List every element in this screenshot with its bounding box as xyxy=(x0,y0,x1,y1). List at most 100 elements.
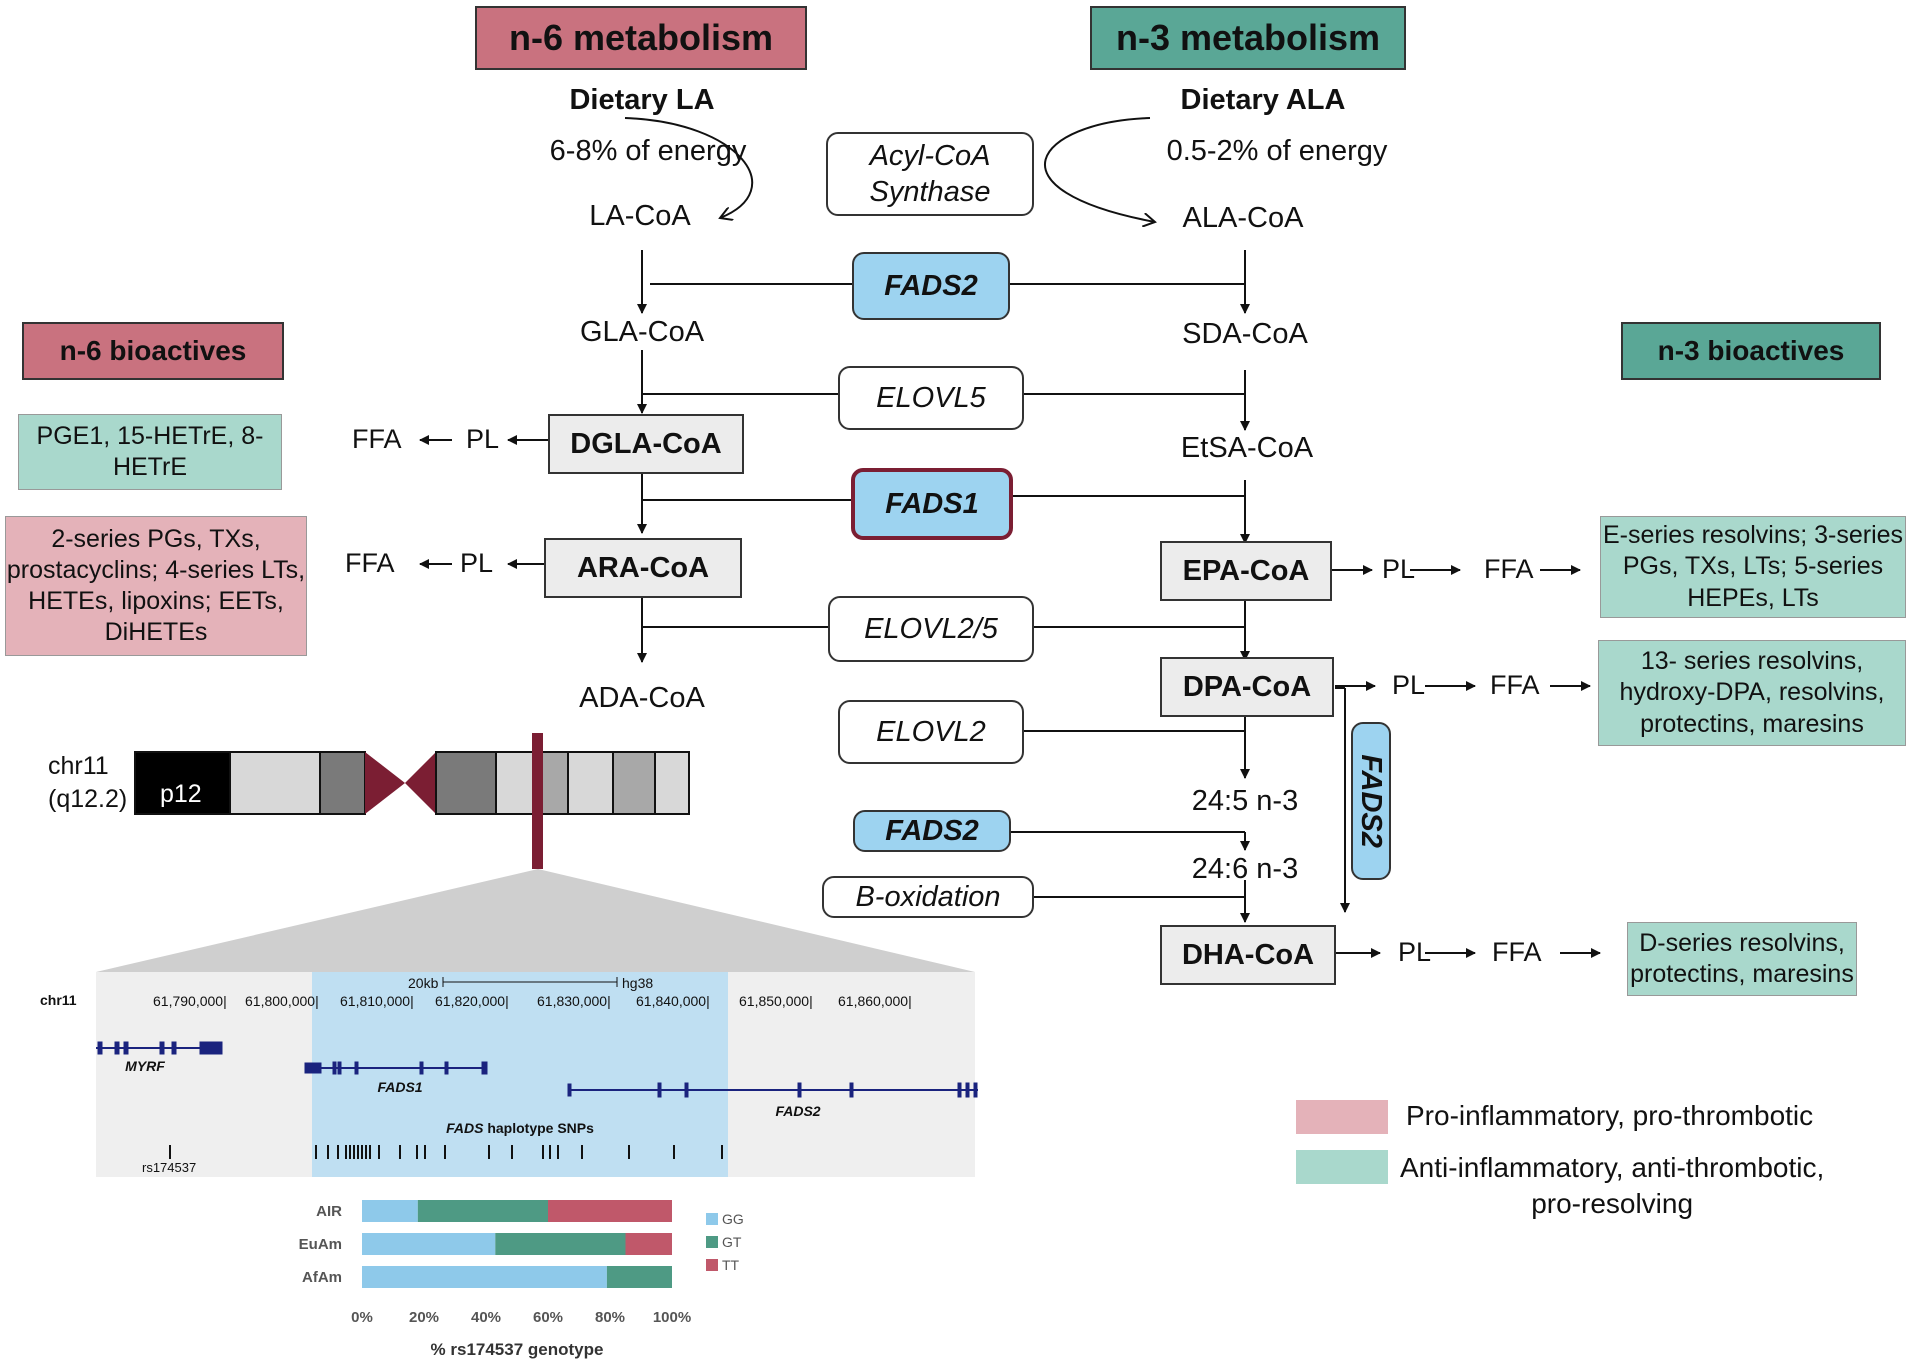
coord-7: 61,850,000| xyxy=(739,993,813,1009)
b-oxidation-enzyme: B-oxidation xyxy=(822,876,1034,918)
elovl5-enzyme: ELOVL5 xyxy=(838,366,1024,430)
dha-ffa-label: FFA xyxy=(1492,937,1542,967)
dpa-pl-label: PL xyxy=(1392,670,1426,700)
gla-coa-label: GLA-CoA xyxy=(579,316,705,348)
legend-label-tt: TT xyxy=(722,1257,740,1273)
sda-coa-label: SDA-CoA xyxy=(1182,318,1308,350)
ala-coa-label: ALA-CoA xyxy=(1182,202,1304,234)
legend-label-gt: GT xyxy=(722,1234,742,1250)
chromosome-name: chr11 xyxy=(48,752,109,780)
legend-label-gg: GG xyxy=(722,1211,744,1227)
p12-band-label: p12 xyxy=(160,780,202,808)
legend-anti-line2: pro-resolving xyxy=(1531,1188,1694,1220)
ada-coa-label: ADA-CoA xyxy=(579,682,705,714)
dgla-ffa-label: FFA xyxy=(352,424,402,454)
x-tick-label: 100% xyxy=(653,1309,691,1326)
snp-title-rest: haplotype SNPs xyxy=(483,1120,594,1136)
coord-3: 61,810,000| xyxy=(340,993,414,1009)
synthase-line: Synthase xyxy=(869,176,991,208)
coord-6: 61,840,000| xyxy=(636,993,710,1009)
fads2-enzyme-top: FADS2 xyxy=(852,252,1010,320)
x-tick-label: 0% xyxy=(351,1309,373,1326)
gene-myrf-label: MYRF xyxy=(125,1058,165,1074)
bar-euam-tt xyxy=(625,1233,672,1255)
dgla-coa-box: DGLA-CoA xyxy=(548,414,744,474)
fads2-enzyme-vertical: FADS2 xyxy=(1351,722,1391,880)
fads2-enzyme-mid: FADS2 xyxy=(853,810,1011,852)
chromosome-ideogram xyxy=(96,733,975,972)
epa-bioactives: E-series resolvins; 3-series PGs, TXs, L… xyxy=(1600,516,1906,618)
legend-swatch-gg xyxy=(706,1213,718,1225)
coord-5: 61,830,000| xyxy=(537,993,611,1009)
legend-pro-label: Pro-inflammatory, pro-thrombotic xyxy=(1406,1100,1814,1131)
bar-air-gt xyxy=(417,1200,548,1222)
snp-title-gene: FADS xyxy=(446,1120,484,1136)
la-coa-label: LA-CoA xyxy=(589,200,691,232)
dpa-ffa-label: FFA xyxy=(1490,670,1540,700)
bar-afam-gt xyxy=(606,1266,672,1288)
category-label-afam: AfAm xyxy=(302,1269,342,1286)
coord-4: 61,820,000| xyxy=(435,993,509,1009)
gene-fads1-label: FADS1 xyxy=(377,1079,423,1095)
x-tick-label: 20% xyxy=(409,1309,439,1326)
ara-coa-box: ARA-CoA xyxy=(544,538,742,598)
legend-swatch-gt xyxy=(706,1236,718,1248)
ara-pl-label: PL xyxy=(460,548,494,578)
legend-anti-label: Anti-inflammatory, anti-thrombotic, pro-… xyxy=(1400,1150,1824,1223)
dietary-ala-label: Dietary ALA xyxy=(1180,84,1346,116)
bar-euam-gt xyxy=(495,1233,626,1255)
fads2-vertical-text: FADS2 xyxy=(1355,754,1388,848)
dpa-coa-box: DPA-CoA xyxy=(1160,657,1334,717)
bar-air-gg xyxy=(362,1200,418,1222)
legend-anti-line1: Anti-inflammatory, anti-thrombotic, xyxy=(1400,1152,1825,1183)
x-tick-label: 40% xyxy=(471,1309,501,1326)
gene-fads2-label: FADS2 xyxy=(775,1103,821,1119)
dgla-bioactives: PGE1, 15-HETrE, 8-HETrE xyxy=(18,414,282,490)
x-tick-label: 60% xyxy=(533,1309,563,1326)
c245-label: 24:5 n-3 xyxy=(1191,785,1299,817)
bar-air-tt xyxy=(548,1200,672,1222)
c246-label: 24:6 n-3 xyxy=(1191,853,1299,885)
legend-anti-swatch xyxy=(1296,1150,1388,1184)
scale-bar-label: 20kb xyxy=(408,975,439,991)
bar-euam-gg xyxy=(362,1233,496,1255)
snp-track-title: FADS haplotype SNPs xyxy=(446,1120,594,1136)
dha-bioactives: D-series resolvins, protectins, maresins xyxy=(1627,922,1857,996)
epa-pl-label: PL xyxy=(1382,554,1416,584)
n3-metabolism-header: n-3 metabolism xyxy=(1090,6,1406,70)
chromosome-band-range: (q12.2) xyxy=(48,784,128,813)
coord-8: 61,860,000| xyxy=(838,993,912,1009)
n3-bioactives-header: n-3 bioactives xyxy=(1621,322,1881,380)
fads1-enzyme: FADS1 xyxy=(851,468,1013,540)
legend-pro-swatch xyxy=(1296,1100,1388,1134)
legend-swatch-tt xyxy=(706,1259,718,1271)
ara-bioactives: 2-series PGs, TXs, prostacyclins; 4-seri… xyxy=(5,516,307,656)
elovl25-enzyme: ELOVL2/5 xyxy=(828,596,1034,662)
dha-pl-label: PL xyxy=(1398,937,1432,967)
n6-bioactives-header: n-6 bioactives xyxy=(22,322,284,380)
n6-metabolism-header: n-6 metabolism xyxy=(475,6,807,70)
x-tick-label: 80% xyxy=(595,1309,625,1326)
genome-browser xyxy=(96,972,978,1177)
dietary-la-label: Dietary LA xyxy=(569,84,715,116)
rs-snp-label: rs174537 xyxy=(142,1160,197,1175)
coord-2: 61,800,000| xyxy=(245,993,319,1009)
elovl2-enzyme: ELOVL2 xyxy=(838,700,1024,764)
dgla-pl-label: PL xyxy=(466,424,500,454)
chromosome-label: chr11 (q12.2) xyxy=(48,750,127,815)
etsa-coa-label: EtSA-CoA xyxy=(1180,432,1314,464)
category-label-air: AIR xyxy=(316,1203,342,1220)
x-axis-label: % rs174537 genotype xyxy=(431,1340,604,1359)
dha-coa-box: DHA-CoA xyxy=(1160,925,1336,985)
la-energy-label: 6-8% of energy xyxy=(549,135,747,167)
assembly-label: hg38 xyxy=(622,975,654,991)
ala-energy-label: 0.5-2% of energy xyxy=(1166,135,1388,167)
dpa-bioactives: 13- series resolvins, hydroxy-DPA, resol… xyxy=(1598,640,1906,746)
epa-ffa-label: FFA xyxy=(1484,554,1534,584)
ara-ffa-label: FFA xyxy=(345,548,395,578)
category-label-euam: EuAm xyxy=(299,1236,342,1253)
bar-afam-gg xyxy=(362,1266,607,1288)
acyl-coa-synthase-enzyme: Acyl-CoA Synthase xyxy=(826,132,1034,216)
